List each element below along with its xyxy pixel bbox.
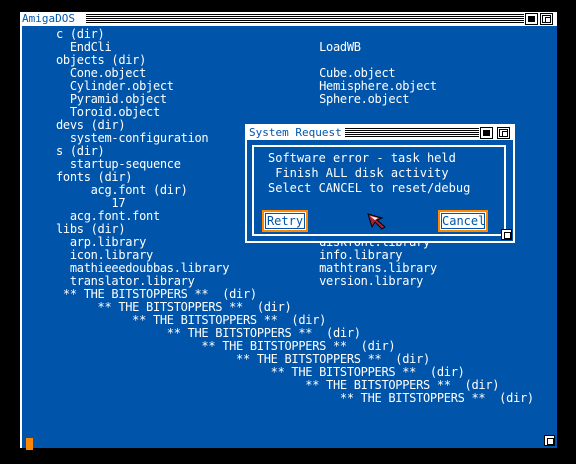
console-line: system-configuration <box>56 131 209 145</box>
console-line: Toroid.object <box>56 105 160 119</box>
console-line: Cone.object Cube.object <box>56 66 396 80</box>
requester-drag-stripes[interactable] <box>345 128 479 138</box>
console-line: fonts (dir) <box>56 170 133 184</box>
resize-icon[interactable] <box>544 435 555 446</box>
depth-back-icon[interactable] <box>480 127 493 139</box>
console-line: s (dir) <box>56 144 105 158</box>
console-line: startup-sequence <box>56 157 181 171</box>
console-line: ** THE BITSTOPPERS ** (dir) <box>56 391 534 405</box>
requester-message-line: Finish ALL disk activity <box>268 166 449 180</box>
depth-front-icon[interactable] <box>540 13 553 25</box>
cancel-button-label: Cancel <box>441 213 486 229</box>
requester-message-line: Software error - task held <box>268 151 456 165</box>
console-line: translator.library version.library <box>56 274 424 288</box>
title-bar-drag-stripes[interactable] <box>86 14 524 24</box>
requester-title: System Request <box>249 126 345 140</box>
depth-back-icon[interactable] <box>525 13 538 25</box>
console-line: libs (dir) <box>56 222 126 236</box>
resize-icon[interactable] <box>501 229 512 240</box>
console-line: ** THE BITSTOPPERS ** (dir) <box>56 378 500 392</box>
console-line: Cylinder.object Hemisphere.object <box>56 79 437 93</box>
system-request-dialog: System Request Software error - task hel… <box>245 124 515 243</box>
console-line: devs (dir) <box>56 118 126 132</box>
console-line: acg.font.font <box>56 209 160 223</box>
console-line: icon.library info.library <box>56 248 403 262</box>
requester-message-box: Software error - task held Finish ALL di… <box>252 145 506 236</box>
console-line: ** THE BITSTOPPERS ** (dir) <box>56 287 257 301</box>
window-title: AmigaDOS <box>22 12 78 26</box>
console-line: objects (dir) <box>56 53 147 67</box>
mouse-pointer-icon <box>367 213 386 230</box>
text-cursor <box>26 438 33 450</box>
console-output[interactable]: c (dir) EndCli LoadWB objects (dir) Cone… <box>20 26 557 450</box>
console-line: Pyramid.object Sphere.object <box>56 92 410 106</box>
console-line: EndCli LoadWB <box>56 40 361 54</box>
requester-title-bar[interactable]: System Request <box>247 126 513 140</box>
console-line: 17 <box>56 196 126 210</box>
console-line: acg.font (dir) <box>56 183 188 197</box>
console-line: ** THE BITSTOPPERS ** (dir) <box>56 339 396 353</box>
retry-button[interactable]: Retry <box>262 210 308 232</box>
console-line: c (dir) <box>56 27 105 41</box>
console-line: ** THE BITSTOPPERS ** (dir) <box>56 365 465 379</box>
depth-front-icon[interactable] <box>497 127 510 139</box>
console-line: ** THE BITSTOPPERS ** (dir) <box>56 313 327 327</box>
window-title-bar[interactable]: AmigaDOS <box>20 12 557 26</box>
console-line: mathieeedoubbas.library mathtrans.librar… <box>56 261 437 275</box>
console-line: ** THE BITSTOPPERS ** (dir) <box>56 300 292 314</box>
console-line: ** THE BITSTOPPERS ** (dir) <box>56 352 430 366</box>
retry-button-label: Retry <box>265 213 305 229</box>
console-line: ** THE BITSTOPPERS ** (dir) <box>56 326 361 340</box>
cancel-button[interactable]: Cancel <box>438 210 488 232</box>
requester-message-line: Select CANCEL to reset/debug <box>268 181 471 195</box>
